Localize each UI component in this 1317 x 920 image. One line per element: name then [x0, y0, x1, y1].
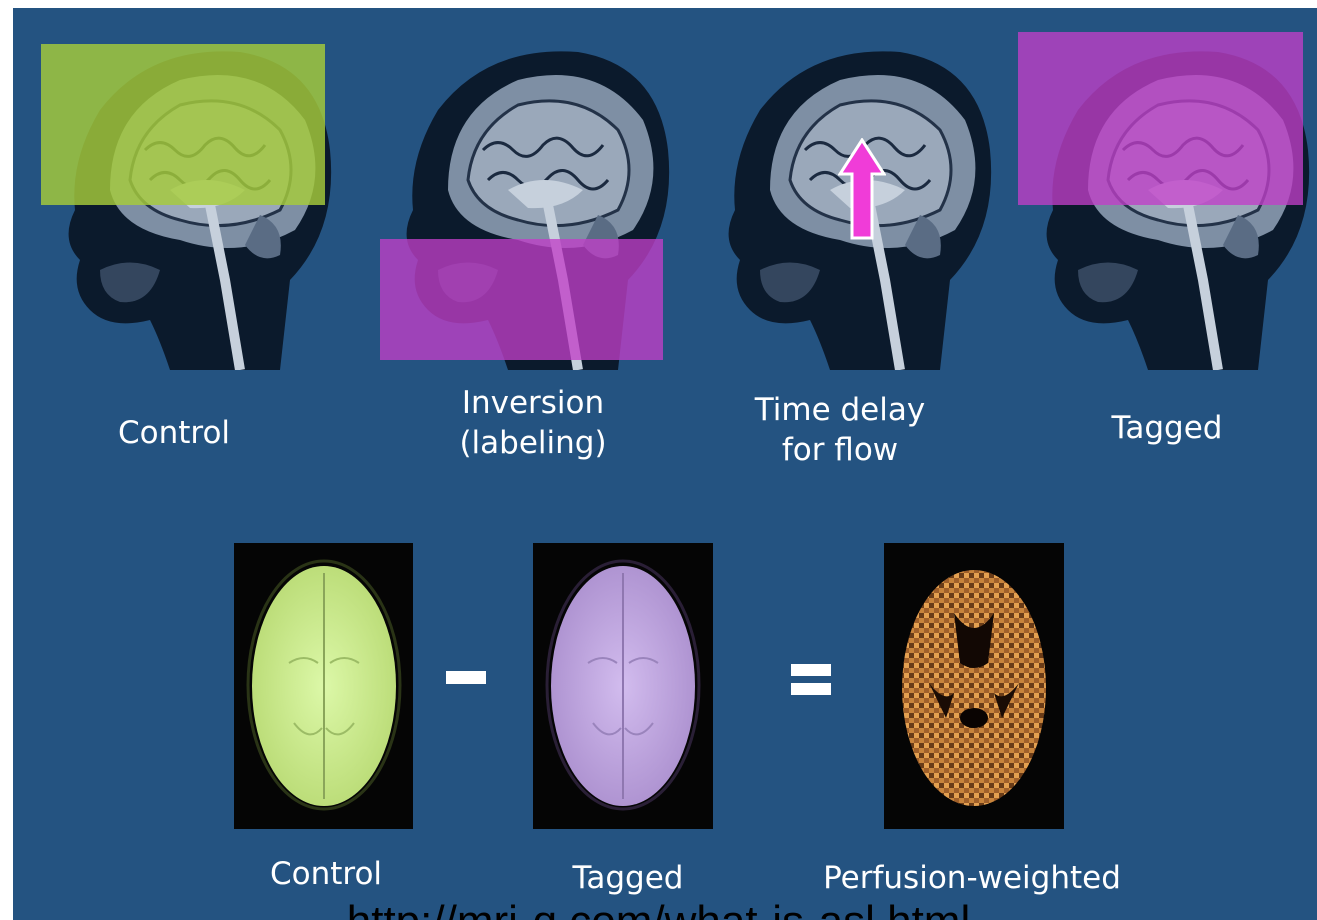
axial-image-control [234, 543, 413, 829]
equals-sign-bottom [791, 683, 831, 695]
equals-sign-top [791, 664, 831, 676]
minus-sign [446, 671, 486, 684]
axial-image-tagged [533, 543, 713, 829]
tagged-overlay-region [1018, 32, 1303, 205]
label-inversion: Inversion (labeling) [418, 383, 648, 463]
source-url-caption: http://mri-q.com/what-is-asl.html [0, 896, 1317, 920]
label-control: Control [74, 413, 274, 453]
control-overlay-region [41, 44, 325, 205]
label-time-delay: Time delay for flow [725, 390, 955, 470]
upward-flow-arrow-icon [838, 138, 886, 242]
label-axial-tagged: Tagged [528, 858, 728, 898]
label-axial-perfusion: Perfusion-weighted [820, 858, 1124, 898]
axial-image-perfusion [884, 543, 1064, 829]
label-tagged: Tagged [1067, 408, 1267, 448]
labeling-overlay-region [380, 239, 663, 360]
label-axial-control: Control [226, 854, 426, 894]
